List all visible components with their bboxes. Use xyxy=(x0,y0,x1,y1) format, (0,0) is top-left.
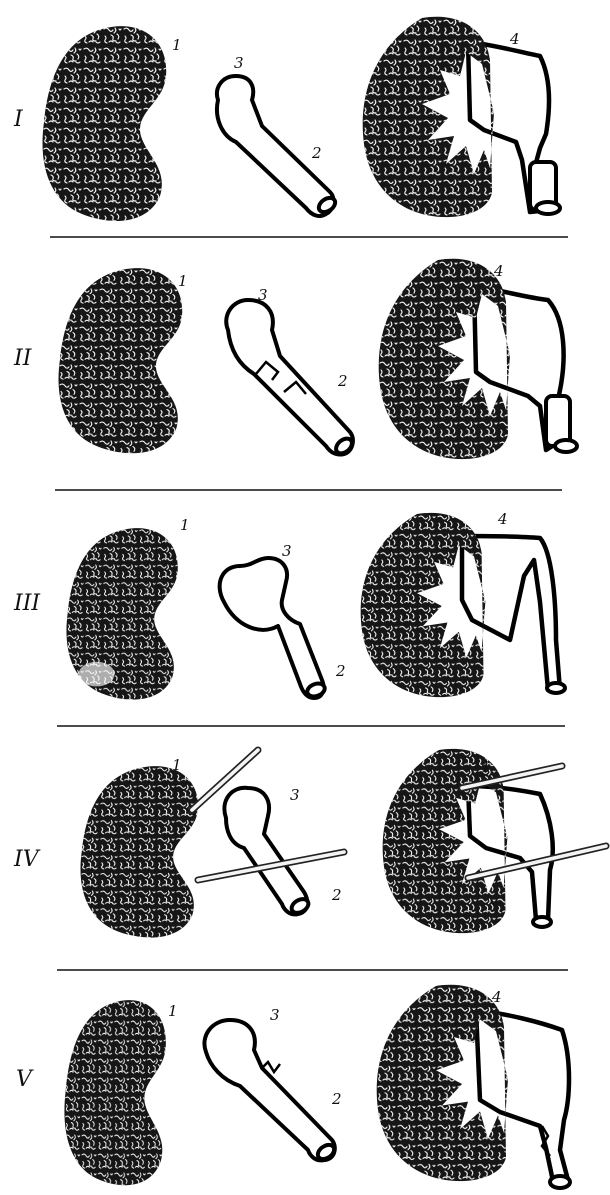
row-3: III 1 3 2 4 xyxy=(13,510,565,700)
label-section: 4 xyxy=(509,30,520,48)
label-pelvis: 3 xyxy=(270,1006,280,1024)
label-pelvis: 3 xyxy=(290,786,300,804)
label-ureter: 2 xyxy=(337,372,348,390)
row-1: I 1 3 2 4 xyxy=(13,17,560,221)
label-section: 4 xyxy=(497,510,508,528)
pelvis-ureter xyxy=(224,788,310,916)
label-pelvis: 3 xyxy=(282,542,292,560)
label-section: 4 xyxy=(493,262,504,280)
label-section: 4 xyxy=(479,758,490,776)
label-kidney: 1 xyxy=(180,516,190,534)
label-kidney: 1 xyxy=(172,36,182,54)
row-numeral: II xyxy=(13,346,33,371)
label-ureter: 2 xyxy=(311,144,322,162)
row-numeral: V xyxy=(16,1067,34,1092)
pelvis-ureter xyxy=(204,1020,336,1162)
row-numeral: III xyxy=(13,591,41,616)
row-5: V 1 3 2 4 xyxy=(16,985,570,1188)
kidney-section xyxy=(361,513,565,697)
kidney-section xyxy=(363,17,560,217)
kidney-whole xyxy=(64,1000,165,1185)
row-numeral: I xyxy=(13,107,24,132)
label-kidney: 1 xyxy=(168,1002,178,1020)
label-pelvis: 3 xyxy=(258,286,268,304)
pelvis-ureter xyxy=(226,300,355,456)
row-numeral: IV xyxy=(13,847,41,872)
label-pelvis: 3 xyxy=(234,54,244,72)
kidney-whole xyxy=(66,528,177,699)
row-4: IV 1 3 2 4 xyxy=(13,749,606,938)
kidney-whole xyxy=(43,26,167,221)
pelvis-ureter xyxy=(220,558,327,699)
label-section: 4 xyxy=(491,988,502,1006)
kidney-section xyxy=(383,749,606,933)
label-ureter: 2 xyxy=(331,886,342,904)
kidney-section xyxy=(379,259,577,459)
row-2: II 1 3 2 4 xyxy=(13,259,577,459)
label-ureter: 2 xyxy=(331,1090,342,1108)
kidney-whole xyxy=(80,766,198,937)
label-kidney: 1 xyxy=(178,272,188,290)
label-kidney: 1 xyxy=(172,756,182,774)
label-ureter: 2 xyxy=(335,662,346,680)
kidney-whole xyxy=(59,268,183,453)
kidney-section xyxy=(377,985,570,1188)
